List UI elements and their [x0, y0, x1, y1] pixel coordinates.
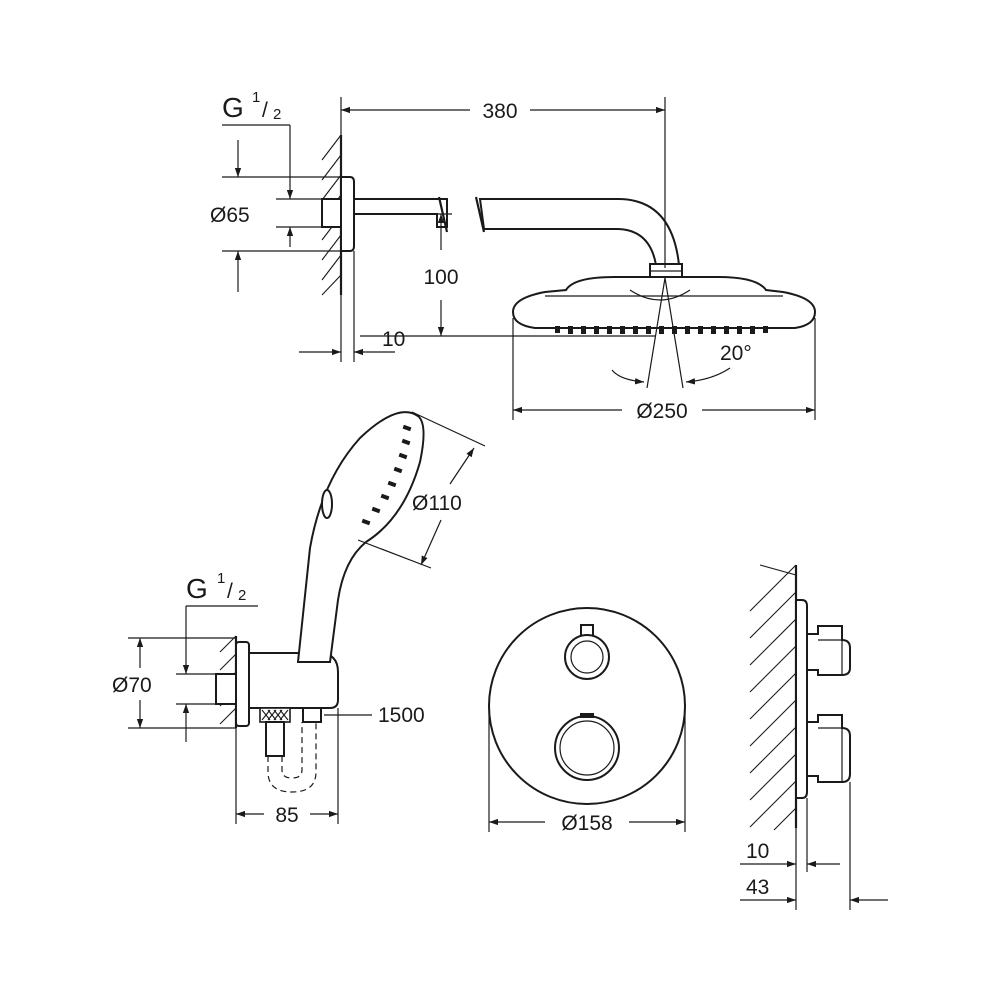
hand-shower-nozzles — [361, 424, 412, 526]
temperature-control-knob — [554, 715, 620, 781]
hose — [267, 722, 317, 793]
hose-nut — [259, 707, 291, 723]
dim-label-hand-projection: 85 — [275, 804, 298, 827]
dim-label-wall-gap-side: 10 — [746, 840, 769, 863]
cover-plate-edge — [795, 599, 808, 799]
dim-label-arm-length: 380 — [482, 100, 517, 123]
temperature-knob-side — [806, 714, 851, 783]
dim-wall-gap-top: 10 — [299, 251, 405, 362]
dim-label-drop-height: 100 — [423, 266, 458, 289]
hose-nut-knurl — [261, 709, 289, 721]
dim-outlet-diameter: Ø70 — [112, 637, 236, 729]
dim-arm-length: 380 — [340, 97, 666, 268]
hose-connector — [302, 707, 322, 723]
hand-shower-view: G 1 / 2 Ø70 1500 Ø — [112, 411, 486, 827]
thread-label-denominator: 2 — [238, 587, 246, 604]
dim-wall-gap-side: 10 — [740, 798, 840, 872]
thread-connector — [215, 673, 237, 705]
dim-thermostat-projection: 43 — [740, 782, 888, 910]
wall-hatch — [749, 564, 797, 831]
hand-shower-handle — [296, 411, 425, 663]
thread-label-numerator: 1 — [217, 570, 225, 587]
shower-arm-start — [353, 198, 448, 228]
dim-head-diameter: Ø250 — [512, 318, 816, 423]
dim-label-head-diameter: Ø250 — [636, 400, 687, 423]
hose-fitting — [265, 721, 285, 757]
dim-thread-top: G 1 / 2 — [222, 89, 322, 247]
flow-knob-side — [806, 625, 851, 676]
wall-flange — [340, 176, 355, 252]
svg-text:/: / — [262, 99, 268, 122]
spray-nozzles — [555, 326, 768, 334]
thread-label-numerator: 1 — [252, 89, 260, 106]
dim-label-wall-gap-top: 10 — [382, 328, 405, 351]
dim-label-outlet-diameter: Ø70 — [112, 674, 152, 697]
dim-label-tilt-angle: 20° — [720, 342, 752, 365]
dim-label-hose-length: 1500 — [378, 704, 425, 727]
dim-hand-projection: 85 — [235, 708, 339, 827]
dim-plate-diameter: Ø158 — [488, 706, 686, 835]
dim-hose-length: 1500 — [324, 704, 425, 727]
wall-outlet-flange — [235, 641, 250, 727]
dim-label-plate-diameter: Ø158 — [561, 812, 612, 835]
dim-thread-bottom: G 1 / 2 — [176, 570, 258, 742]
head-shower-view: 380 G 1 / 2 Ø65 100 — [210, 89, 817, 423]
thread-label-main: G — [222, 92, 244, 123]
shower-arm-bend — [478, 198, 681, 266]
temperature-knob-marker — [580, 713, 594, 718]
dim-flange-diameter: Ø65 — [210, 140, 341, 292]
dim-hand-head-diameter: Ø110 — [357, 411, 486, 569]
thread-label-main: G — [186, 573, 208, 604]
thread-connector — [321, 198, 342, 228]
svg-text:/: / — [227, 580, 233, 603]
dim-label-hand-head-diameter: Ø110 — [412, 492, 462, 515]
dim-tilt-angle: 20° — [611, 277, 752, 389]
thread-label-denominator: 2 — [273, 106, 281, 123]
spray-button — [321, 489, 333, 519]
dim-label-thermostat-projection: 43 — [746, 876, 769, 899]
thermostat-side-view: 10 43 — [740, 564, 888, 910]
head-shower-body — [511, 276, 817, 329]
thermostat-front-view: Ø158 — [488, 607, 686, 835]
dim-drop-height: 100 — [360, 213, 655, 337]
dim-label-flange-diameter: Ø65 — [210, 204, 250, 227]
